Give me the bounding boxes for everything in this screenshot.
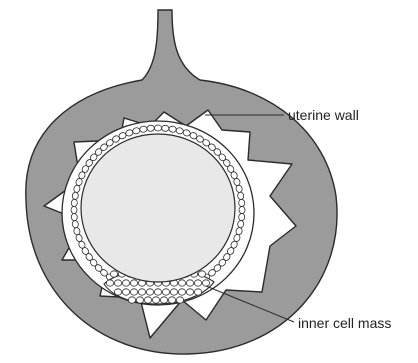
- inner-cell-mass-cell: [106, 280, 113, 286]
- inner-cell-mass-cell: [160, 297, 167, 303]
- inner-cell-mass-cell: [178, 280, 185, 286]
- inner-cell-mass-cell: [110, 271, 117, 277]
- inner-cell-mass-cell: [162, 289, 169, 295]
- inner-cell-mass-cell: [146, 289, 153, 295]
- inner-cell-mass-cell: [178, 289, 185, 295]
- inner-cell-mass-label: inner cell mass: [298, 315, 391, 331]
- uterine-wall-label: uterine wall: [288, 107, 359, 123]
- inner-cell-mass-cell: [194, 280, 201, 286]
- inner-cell-mass-cell: [186, 289, 193, 295]
- blastocoel: [81, 134, 235, 282]
- inner-cell-mass-cell: [194, 289, 201, 295]
- trophoblast-cell: [239, 206, 245, 213]
- trophoblast-cell: [71, 213, 78, 221]
- inner-cell-mass-cell: [114, 280, 121, 286]
- inner-cell-mass-cell: [114, 289, 121, 295]
- inner-cell-mass-cell: [144, 297, 151, 303]
- inner-cell-mass-cell: [198, 271, 205, 277]
- inner-cell-mass-cell: [186, 280, 193, 286]
- inner-cell-mass-cell: [168, 297, 175, 303]
- trophoblast-cell: [161, 125, 169, 132]
- inner-cell-mass-cell: [130, 280, 137, 286]
- inner-cell-mass-cell: [130, 289, 137, 295]
- trophoblast-cell: [147, 125, 155, 132]
- trophoblast-cell: [71, 206, 77, 213]
- trophoblast-cell: [238, 213, 245, 221]
- trophoblast-cell: [71, 199, 78, 207]
- inner-cell-mass-cell: [176, 297, 183, 303]
- inner-cell-mass-cell: [152, 297, 159, 303]
- inner-cell-mass-cell: [202, 280, 209, 286]
- inner-cell-mass-cell: [128, 297, 135, 303]
- inner-cell-mass-cell: [170, 289, 177, 295]
- inner-cell-mass-cell: [122, 280, 129, 286]
- inner-cell-mass-cell: [136, 297, 143, 303]
- trophoblast-cell: [154, 125, 161, 131]
- inner-cell-mass-cell: [154, 289, 161, 295]
- trophoblast-cell: [238, 199, 245, 207]
- inner-cell-mass-cell: [122, 289, 129, 295]
- inner-cell-mass-cell: [138, 289, 145, 295]
